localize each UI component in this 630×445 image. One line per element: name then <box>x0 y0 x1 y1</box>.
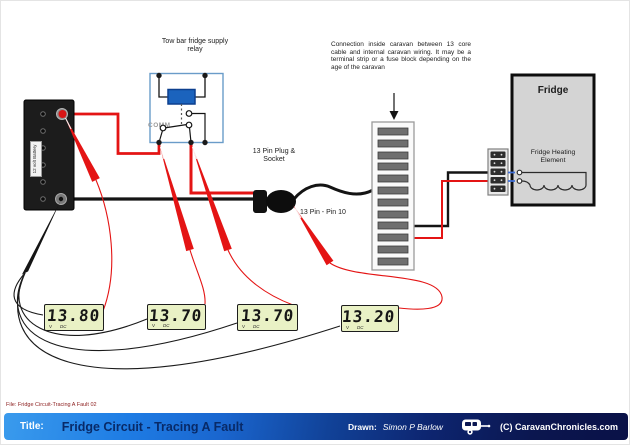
terminal-bar <box>377 151 409 160</box>
plug-body <box>266 190 296 213</box>
meter-2-units: V DC <box>152 323 170 328</box>
caravan-cable-black <box>292 183 373 200</box>
meter-3-unit: V <box>242 324 246 329</box>
probe-red-1 <box>64 115 100 182</box>
probe-red-1-tip-highlight <box>64 117 72 130</box>
meter-4-unit: V <box>346 325 350 330</box>
probe-red-3 <box>191 143 232 252</box>
battery-label: 12 volt Battery <box>30 141 42 177</box>
note-arrow-head <box>389 111 399 120</box>
meter-4-units: V DC <box>346 325 364 330</box>
terminal-bar <box>377 210 409 219</box>
meter-1-unit: V <box>49 324 53 329</box>
battery-terminal-negative-hole <box>58 196 64 202</box>
pin10-label: 13 Pin - Pin 10 <box>300 209 346 216</box>
relay-comm-label: COMM <box>148 122 171 129</box>
fridge-box <box>510 73 596 207</box>
terminal-bar <box>377 233 409 242</box>
meter-lead-black-1 <box>13 272 44 316</box>
probe-black-common <box>21 200 61 275</box>
meter-4-mode: DC <box>357 325 364 330</box>
terminal-bar <box>377 221 409 230</box>
terminal-bar <box>377 245 409 254</box>
relay-contact-circles <box>159 110 193 132</box>
relay-box <box>149 72 224 144</box>
junction-note: Connection inside caravan between 13 cor… <box>331 41 471 71</box>
terminal-bar <box>377 186 409 195</box>
meter-3-mode: DC <box>253 324 260 329</box>
strip-to-fridge-wire-red <box>414 180 488 239</box>
relay-switch-arm <box>163 123 188 129</box>
terminal-bar <box>377 127 409 136</box>
fridge-terminal-rows <box>490 151 506 192</box>
meter-2-unit: V <box>152 323 156 328</box>
feed-wire-red <box>63 112 161 155</box>
probe-red-4-tip-highlight <box>294 208 302 219</box>
fridge-element-label: Fridge Heating Element <box>530 149 576 165</box>
copyright-text: (C) CaravanChronicles.com <box>499 421 618 432</box>
terminal-bar <box>377 257 409 266</box>
probe-lead-red-4 <box>329 262 443 310</box>
probe-lead-red-3 <box>227 249 294 306</box>
title-label: Title: <box>20 421 44 432</box>
heating-element <box>516 169 587 191</box>
drawn-label: Drawn: <box>347 421 377 432</box>
caravan-icon <box>461 418 491 435</box>
meter-lead-black-4 <box>17 272 341 370</box>
relay-coil-wires <box>158 75 206 98</box>
meter-1-units: V DC <box>49 324 67 329</box>
probe-lead-red-2 <box>189 249 206 305</box>
plug-caption: 13 Pin Plug & Socket <box>252 148 296 164</box>
title-bar-right: Drawn: Simon P Barlow (C) CaravanChronic… <box>348 418 618 435</box>
probe-lead-red-1 <box>95 179 113 312</box>
author-name: Simon P Barlow <box>382 421 443 432</box>
element-link-wires-blue <box>508 171 515 182</box>
terminal-bar <box>377 174 409 183</box>
terminal-strip-bars <box>377 127 409 266</box>
plug-socket-body <box>253 190 267 213</box>
strip-to-fridge-wire-black <box>414 171 488 228</box>
terminal-bar <box>377 139 409 148</box>
probe-red-2 <box>159 143 194 252</box>
file-note: File: Fridge Circuit-Tracing A Fault 02 <box>6 402 97 408</box>
meter-2-mode: DC <box>163 323 170 328</box>
probe-red-2-tip-highlight <box>159 146 165 160</box>
fridge-title: Fridge <box>537 85 569 96</box>
relay-terminal-dots <box>156 72 208 146</box>
probe-red-4 <box>293 205 334 266</box>
meter-1-mode: DC <box>60 324 67 329</box>
diagram-title: Fridge Circuit - Tracing A Fault <box>61 419 244 434</box>
battery-box <box>23 99 75 211</box>
terminal-bar <box>377 198 409 207</box>
probe-red-3-tip-highlight <box>191 146 198 160</box>
relay-output-wire-red <box>189 144 261 195</box>
title-bar: Title: Fridge Circuit - Tracing A Fault … <box>4 413 628 440</box>
relay-coil <box>167 88 196 105</box>
terminal-bar <box>377 162 409 171</box>
meter-3-units: V DC <box>242 324 260 329</box>
positive-connection-blob <box>58 110 67 118</box>
relay-caption: Tow bar fridge supply relay <box>161 38 229 54</box>
